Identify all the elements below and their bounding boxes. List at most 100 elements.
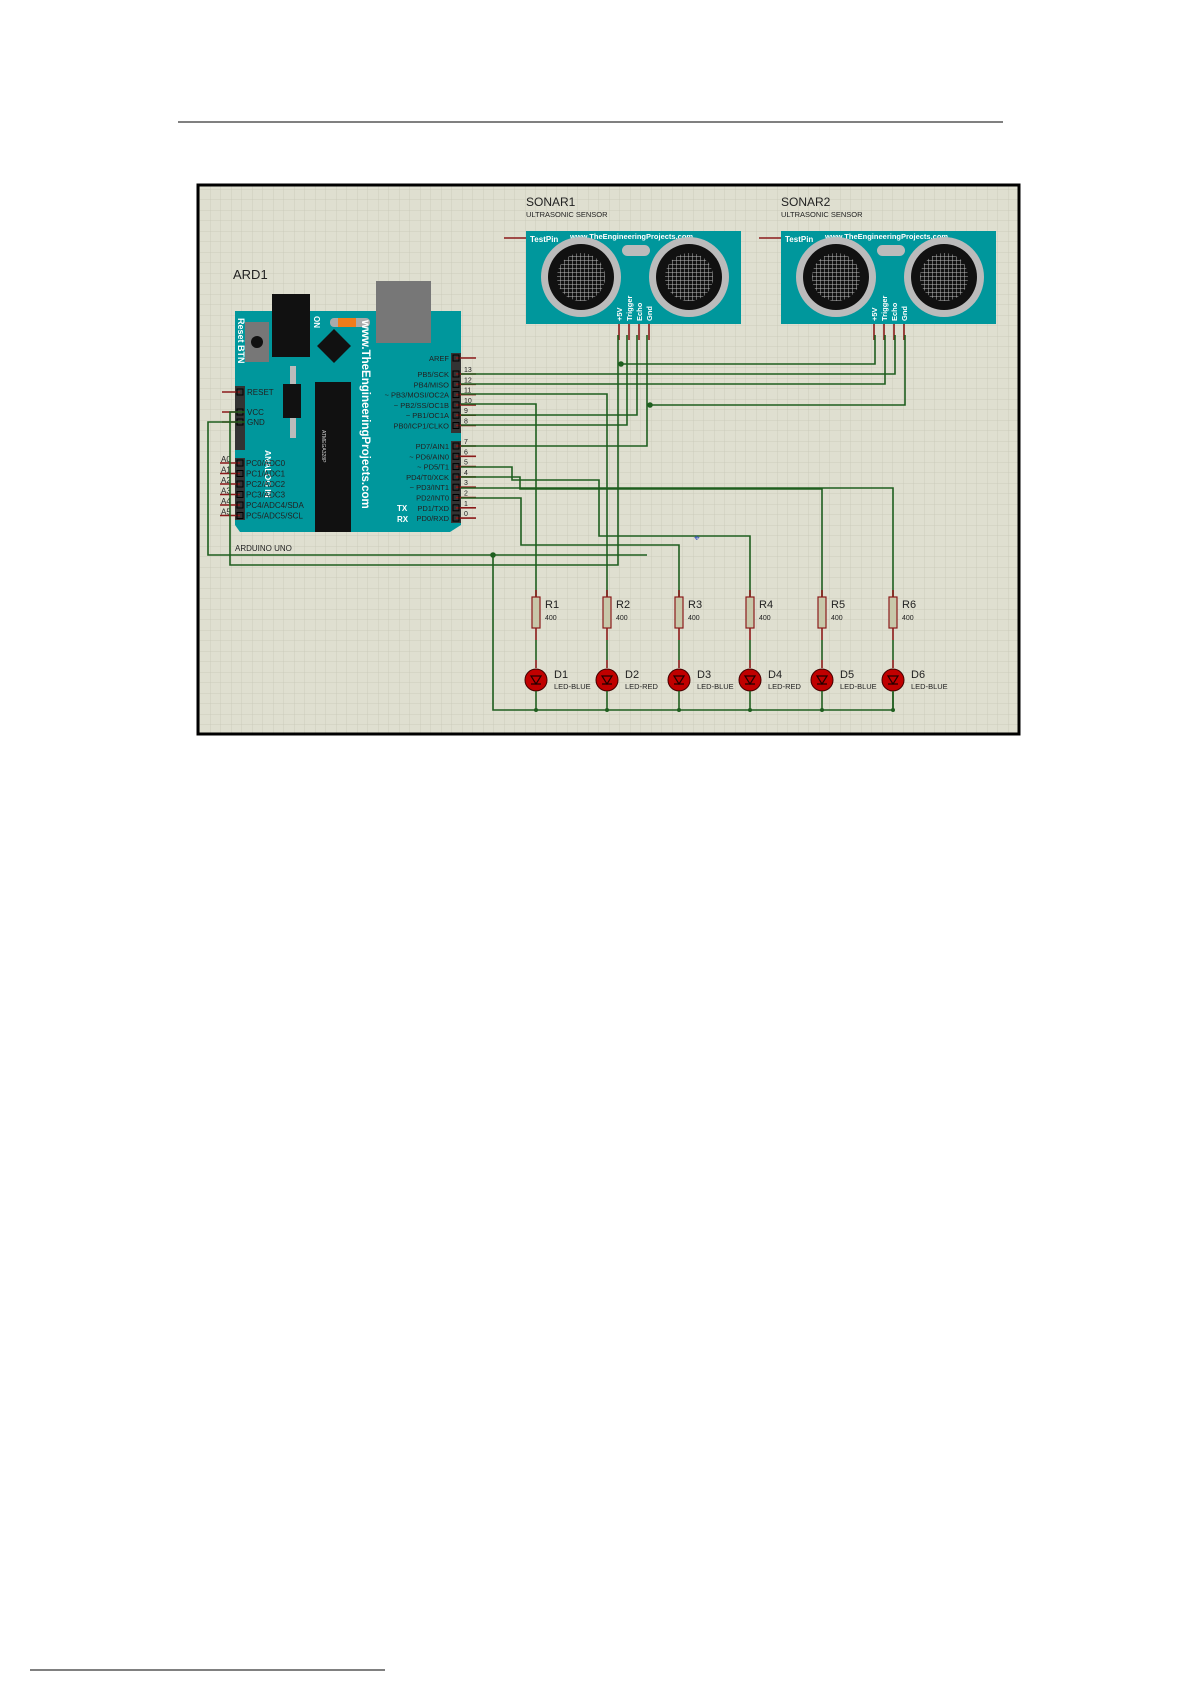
led-type: LED-BLUE (697, 682, 734, 691)
sonar-pin-label: +5V (870, 307, 879, 321)
led-type: LED-RED (768, 682, 802, 691)
svg-text:⌖: ⌖ (694, 533, 700, 544)
analog-label: A5 (221, 508, 231, 517)
led-ref: D3 (697, 669, 711, 681)
led-ref: D5 (840, 669, 854, 681)
analog-pin-label: PC3/ADC3 (246, 491, 286, 500)
chip-label: ATMEGA328P (320, 430, 326, 463)
power-pin-label: RESET (247, 388, 274, 397)
digital-pin-label: PD0/RXD (416, 514, 449, 523)
led-type: LED-BLUE (911, 682, 948, 691)
sonar-type: ULTRASONIC SENSOR (526, 210, 608, 219)
diode-icon (529, 675, 543, 686)
arduino-uno[interactable]: ARD1 Reset BTN ON ATMEGA328P www.TheEngi… (220, 267, 476, 553)
led-ref: D2 (625, 669, 639, 681)
website-label: www.TheEngineeringProjects.com (359, 319, 371, 509)
wires: ⌖ (207, 335, 906, 711)
led-ref: D1 (554, 669, 568, 681)
tx-label: TX (397, 504, 408, 513)
led-type: LED-RED (625, 682, 659, 691)
digital-pin-number: 11 (464, 388, 471, 395)
digital-pin-label: ~ PB3/MOSI/OC2A (385, 391, 449, 400)
resistor-1[interactable]: R1 400 (531, 590, 559, 668)
digital-pin-label: ~ PD5/T1 (417, 463, 449, 472)
resistor-6[interactable]: R6 400 (888, 590, 916, 668)
sonar-website: www.TheEngineeringProjects.com (824, 232, 948, 241)
resistor-ref: R5 (831, 599, 845, 611)
resistor-value: 400 (831, 615, 843, 622)
resistor-value: 400 (545, 615, 557, 622)
diode-icon (815, 675, 829, 686)
digital-pin-number: 10 (464, 398, 472, 405)
analog-in-label: ANALOG IN (263, 450, 273, 498)
resistor-ref: R6 (902, 599, 916, 611)
digital-pin-number: 4 (464, 470, 468, 477)
analog-pin-label: PC2/ADC2 (246, 480, 286, 489)
analog-pin-label: PC5/ADC5/SCL (246, 512, 303, 521)
sonar-ref: SONAR2 (781, 195, 831, 209)
digital-pin-number: 9 (464, 408, 468, 415)
rx-label: RX (397, 515, 409, 524)
resistor-ref: R4 (759, 599, 773, 611)
sonar-pin-label: Gnd (645, 306, 654, 321)
smd-chip (317, 329, 351, 363)
digital-pin-label: PB4/MISO (414, 380, 450, 389)
resistor-ref: R1 (545, 599, 559, 611)
atmega-chip (315, 382, 351, 532)
schematic-figure: ARD1 Reset BTN ON ATMEGA328P www.TheEngi… (196, 183, 1021, 736)
led-ref: D4 (768, 669, 782, 681)
resistor-value: 400 (902, 615, 914, 622)
power-jack (272, 294, 310, 357)
sonar-pin-label: Echo (635, 302, 644, 321)
resistor-3[interactable]: R3 400 (674, 590, 702, 668)
resistor-2[interactable]: R2 400 (602, 590, 630, 668)
analog-label: A4 (221, 497, 231, 506)
digital-pin-number: 1 (464, 501, 468, 508)
sonar-pin-label: Trigger (625, 295, 634, 321)
digital-pin-number: 7 (464, 439, 468, 446)
reset-button[interactable] (251, 336, 263, 348)
digital-pin-number: 6 (464, 449, 468, 456)
sonar-pin-label: Trigger (880, 295, 889, 321)
digital-pin-number: 3 (464, 480, 468, 487)
digital-pin-number: 0 (464, 511, 468, 518)
diode-icon (886, 675, 900, 686)
digital-pin-number: 5 (464, 460, 468, 467)
analog-label: A1 (221, 466, 231, 475)
sonar-pin-label: +5V (615, 307, 624, 321)
digital-pin-label: ~ PD6/AIN0 (409, 452, 449, 461)
analog-pin-label: PC1/ADC1 (246, 470, 286, 479)
sonar-pin-label: Gnd (900, 306, 909, 321)
resistor-5[interactable]: R5 400 (817, 590, 845, 668)
diode-icon (743, 675, 757, 686)
resistor-ref: R3 (688, 599, 702, 611)
sonar-type: ULTRASONIC SENSOR (781, 210, 863, 219)
sonar-pin-label: Echo (890, 302, 899, 321)
analog-pin-label: PC0/ADC0 (246, 459, 286, 468)
sonar-ref: SONAR1 (526, 195, 576, 209)
digital-pin-label: PB0/ICP1/CLKO (394, 422, 450, 431)
led-type: LED-BLUE (554, 682, 591, 691)
sonar-website: www.TheEngineeringProjects.com (569, 232, 693, 241)
led-type: LED-BLUE (840, 682, 877, 691)
digital-pin-label: ~ PD3/INT1 (410, 483, 449, 492)
diode-icon (600, 675, 614, 686)
resistor-value: 400 (616, 615, 628, 622)
digital-pin-label: ~ PB2/SS/OC1B (394, 401, 449, 410)
digital-pin-number: 8 (464, 419, 468, 426)
arduino-ref: ARD1 (233, 267, 268, 282)
resistor-ref: R2 (616, 599, 630, 611)
analog-label: A2 (221, 476, 231, 485)
arduino-model: ARDUINO UNO (235, 544, 292, 553)
resistor-value: 400 (688, 615, 700, 622)
